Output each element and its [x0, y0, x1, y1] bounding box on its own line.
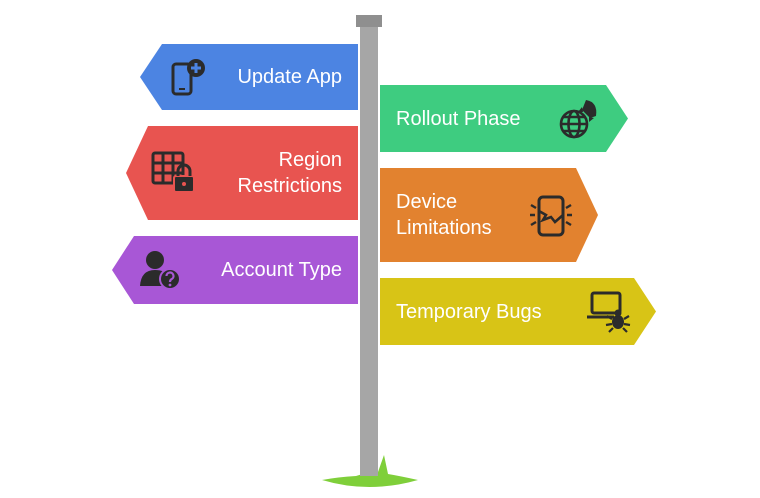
phone-plus-icon — [168, 56, 212, 100]
sign-account-type: Account Type — [112, 236, 358, 304]
sign-label: Device Limitations — [396, 191, 492, 239]
sign-device-limitations: Device Limitations — [380, 168, 598, 262]
sign-region-restrictions: Region Restrictions — [126, 126, 358, 220]
sign-label: Rollout Phase — [396, 107, 521, 130]
sign-rollout-phase: Rollout Phase — [380, 85, 628, 152]
sign-update-app: Update App — [140, 44, 358, 110]
broken-phone-icon — [528, 193, 574, 239]
sign-label: Region Restrictions — [237, 149, 342, 197]
laptop-bug-icon — [584, 288, 632, 334]
pole-cap — [356, 15, 382, 27]
user-question-icon — [138, 248, 184, 292]
grid-lock-icon — [150, 150, 198, 196]
sign-label: Account Type — [221, 259, 342, 281]
sign-temporary-bugs: Temporary Bugs — [380, 278, 656, 345]
sign-label: Update App — [237, 66, 342, 88]
globe-rocket-icon — [556, 96, 602, 142]
pole-shaft — [360, 24, 378, 476]
sign-label: Temporary Bugs — [396, 300, 542, 323]
